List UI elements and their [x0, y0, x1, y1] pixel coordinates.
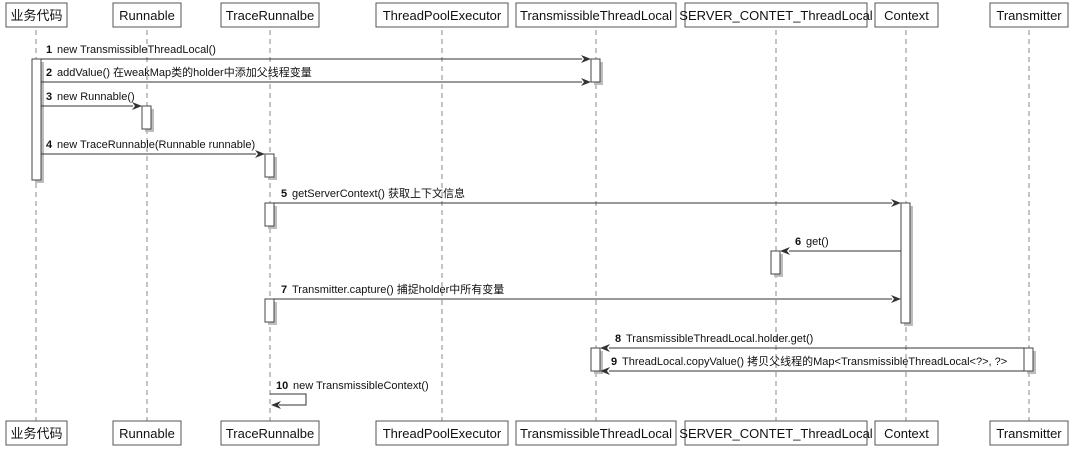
- message-label: new TransmissibleThreadLocal(): [57, 44, 216, 56]
- message-label: get(): [806, 236, 829, 248]
- message-5: 5 getServerContext() 获取上下文信息: [274, 186, 901, 207]
- svg-text:Context: Context: [884, 426, 929, 441]
- participant-p3-bottom: ThreadPoolExecutor: [375, 420, 509, 446]
- participants-top: 业务代码 Runnable TraceRunnalbe ThreadPoolEx…: [5, 2, 1069, 28]
- svg-text:TransmissibleThreadLocal: TransmissibleThreadLocal: [520, 426, 672, 441]
- svg-text:ThreadPoolExecutor: ThreadPoolExecutor: [383, 426, 502, 441]
- message-number: 6: [795, 236, 801, 248]
- svg-text:业务代码: 业务代码: [10, 8, 62, 23]
- svg-text:Context: Context: [884, 8, 929, 23]
- svg-text:ThreadPoolExecutor: ThreadPoolExecutor: [383, 8, 502, 23]
- svg-text:SERVER_CONTET_ThreadLocal: SERVER_CONTET_ThreadLocal: [679, 426, 873, 441]
- messages: 1 new TransmissibleThreadLocal() 2 addVa…: [41, 44, 1024, 409]
- message-label: Transmitter.capture() 捕捉holder中所有变量: [292, 282, 504, 296]
- message-7: 7 Transmitter.capture() 捕捉holder中所有变量: [274, 282, 901, 303]
- message-number: 10: [276, 380, 288, 392]
- message-label: getServerContext() 获取上下文信息: [292, 186, 465, 200]
- message-9: 9 ThreadLocal.copyValue() 拷贝父线程的Map<Tran…: [600, 354, 1024, 375]
- svg-text:Transmitter: Transmitter: [996, 426, 1062, 441]
- message-number: 8: [615, 333, 621, 345]
- message-number: 9: [611, 356, 617, 368]
- svg-text:业务代码: 业务代码: [10, 426, 62, 441]
- message-label: new Runnable(): [57, 91, 135, 103]
- message-number: 1: [46, 44, 52, 56]
- message-1: 1 new TransmissibleThreadLocal(): [41, 44, 591, 63]
- activation-p5: [770, 250, 781, 275]
- message-number: 2: [46, 67, 52, 79]
- activation-p2-1: [264, 153, 275, 178]
- message-label: ThreadLocal.copyValue() 拷贝父线程的Map<Transm…: [622, 354, 1007, 368]
- participant-p2-top: TraceRunnalbe: [220, 2, 320, 28]
- message-number: 7: [281, 284, 287, 296]
- svg-text:TraceRunnalbe: TraceRunnalbe: [226, 8, 314, 23]
- message-label: addValue() 在weakMap类的holder中添加父线程变量: [57, 65, 312, 79]
- activation-p4-2: [590, 347, 601, 372]
- svg-text:TraceRunnalbe: TraceRunnalbe: [226, 426, 314, 441]
- participant-p1-bottom: Runnable: [112, 420, 182, 446]
- svg-text:Runnable: Runnable: [119, 426, 175, 441]
- message-number: 4: [46, 139, 53, 151]
- message-2: 2 addValue() 在weakMap类的holder中添加父线程变量: [41, 65, 591, 86]
- participant-p5-bottom: SERVER_CONTET_ThreadLocal: [679, 420, 873, 446]
- message-label: new TransmissibleContext(): [293, 380, 429, 392]
- message-10: 10 new TransmissibleContext(): [270, 380, 429, 409]
- participant-p7-bottom: Transmitter: [989, 420, 1069, 446]
- message-3: 3 new Runnable(): [41, 91, 142, 110]
- activation-p6: [900, 202, 911, 324]
- participant-p1-top: Runnable: [112, 2, 182, 28]
- activation-p4-1: [590, 58, 601, 83]
- activation-p7: [1023, 347, 1034, 372]
- svg-text:Transmitter: Transmitter: [996, 8, 1062, 23]
- svg-text:SERVER_CONTET_ThreadLocal: SERVER_CONTET_ThreadLocal: [679, 8, 873, 23]
- participant-p4-bottom: TransmissibleThreadLocal: [515, 420, 677, 446]
- participant-p0-bottom: 业务代码: [5, 420, 68, 446]
- participant-p4-top: TransmissibleThreadLocal: [515, 2, 677, 28]
- participant-p6-bottom: Context: [874, 420, 939, 446]
- activation-p0: [31, 58, 42, 181]
- participant-p7-top: Transmitter: [989, 2, 1069, 28]
- activation-p2-3: [264, 298, 275, 323]
- message-label: TransmissibleThreadLocal.holder.get(): [626, 333, 813, 345]
- message-6: 6 get(): [780, 236, 901, 255]
- svg-text:TransmissibleThreadLocal: TransmissibleThreadLocal: [520, 8, 672, 23]
- participants-bottom: 业务代码 Runnable TraceRunnalbe ThreadPoolEx…: [5, 420, 1069, 446]
- participant-p3-top: ThreadPoolExecutor: [375, 2, 509, 28]
- participant-p5-top: SERVER_CONTET_ThreadLocal: [679, 2, 873, 28]
- activation-p2-2: [264, 202, 275, 227]
- activation-p1: [141, 105, 152, 130]
- message-8: 8 TransmissibleThreadLocal.holder.get(): [600, 333, 1024, 352]
- svg-text:Runnable: Runnable: [119, 8, 175, 23]
- activations: [31, 58, 1036, 374]
- message-number: 5: [281, 188, 287, 200]
- message-label: new TraceRunnable(Runnable runnable): [57, 139, 255, 151]
- participant-p0-top: 业务代码: [5, 2, 68, 28]
- message-4: 4 new TraceRunnable(Runnable runnable): [41, 139, 265, 158]
- message-number: 3: [46, 91, 52, 103]
- participant-p6-top: Context: [874, 2, 939, 28]
- participant-p2-bottom: TraceRunnalbe: [220, 420, 320, 446]
